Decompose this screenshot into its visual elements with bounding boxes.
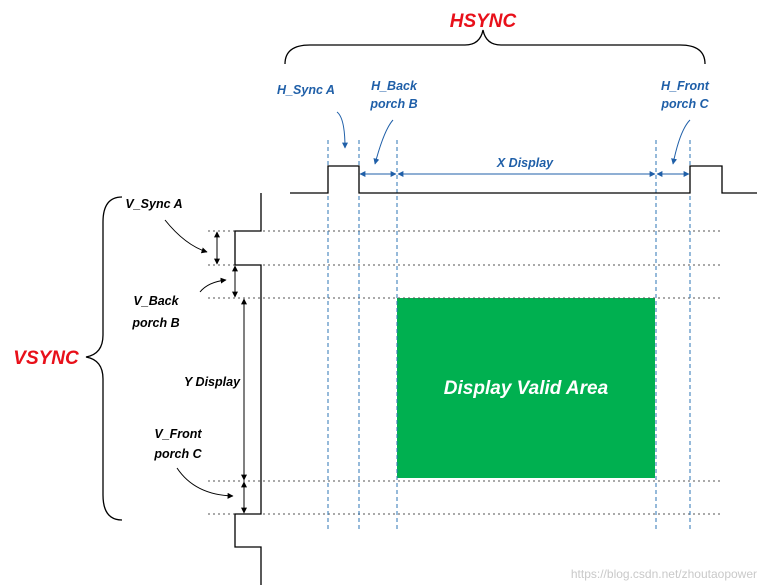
h-leader-arrows [336,111,691,165]
watermark: https://blog.csdn.net/zhoutaopower [571,567,757,581]
vsync-title: VSYNC [13,348,79,369]
v-front-porch-label-line2: porch C [153,447,202,461]
h-back-porch-label-line2: porch B [369,97,417,111]
h-front-porch-leader [671,119,691,165]
vsync-waveform [234,193,262,585]
v-sync-label: V_Sync A [125,197,182,211]
hsync-waveform [290,165,757,194]
hsync-brace [284,29,706,65]
display-valid-area-label: Display Valid Area [444,378,609,399]
h-sync-label: H_Sync A [277,83,335,97]
horizontal-guides [208,230,722,515]
y-display-label: Y Display [184,375,241,389]
h-back-porch-label-line1: H_Back [371,79,418,93]
v-back-porch-label-line1: V_Back [133,294,179,308]
v-front-porch-leader [176,467,234,499]
display-valid-area [397,298,655,478]
h-front-porch-label-line2: porch C [660,97,709,111]
v-leader-arrows [164,219,234,499]
hsync-title: HSYNC [450,11,517,32]
v-back-porch-leader [199,277,227,293]
vertical-guides [327,140,691,530]
x-display-label: X Display [496,156,554,170]
v-back-porch-label-line2: porch B [131,316,179,330]
vsync-brace [85,196,123,521]
h-front-porch-label-line1: H_Front [661,79,710,93]
h-back-porch-leader [373,119,394,165]
h-sync-leader [336,111,348,149]
v-front-porch-label-line1: V_Front [154,427,202,441]
vertical-dimension-arrows [214,231,247,514]
v-sync-leader [164,219,208,254]
